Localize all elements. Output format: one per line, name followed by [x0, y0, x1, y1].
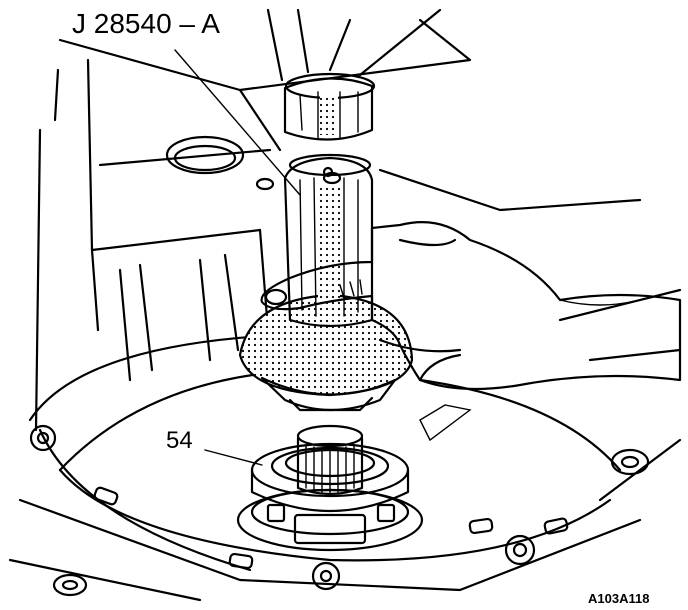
- figure-code-label: A103A118: [588, 591, 649, 606]
- installer-tool: [238, 153, 414, 412]
- hand: [260, 221, 682, 391]
- hammer: [266, 8, 442, 141]
- tool-leader-line: [174, 49, 301, 196]
- tool-number-label: J 28540 – A: [72, 8, 220, 39]
- seal-assembly: [236, 424, 424, 552]
- part-leader-line: [204, 449, 263, 466]
- part-number-label: 54: [166, 427, 193, 454]
